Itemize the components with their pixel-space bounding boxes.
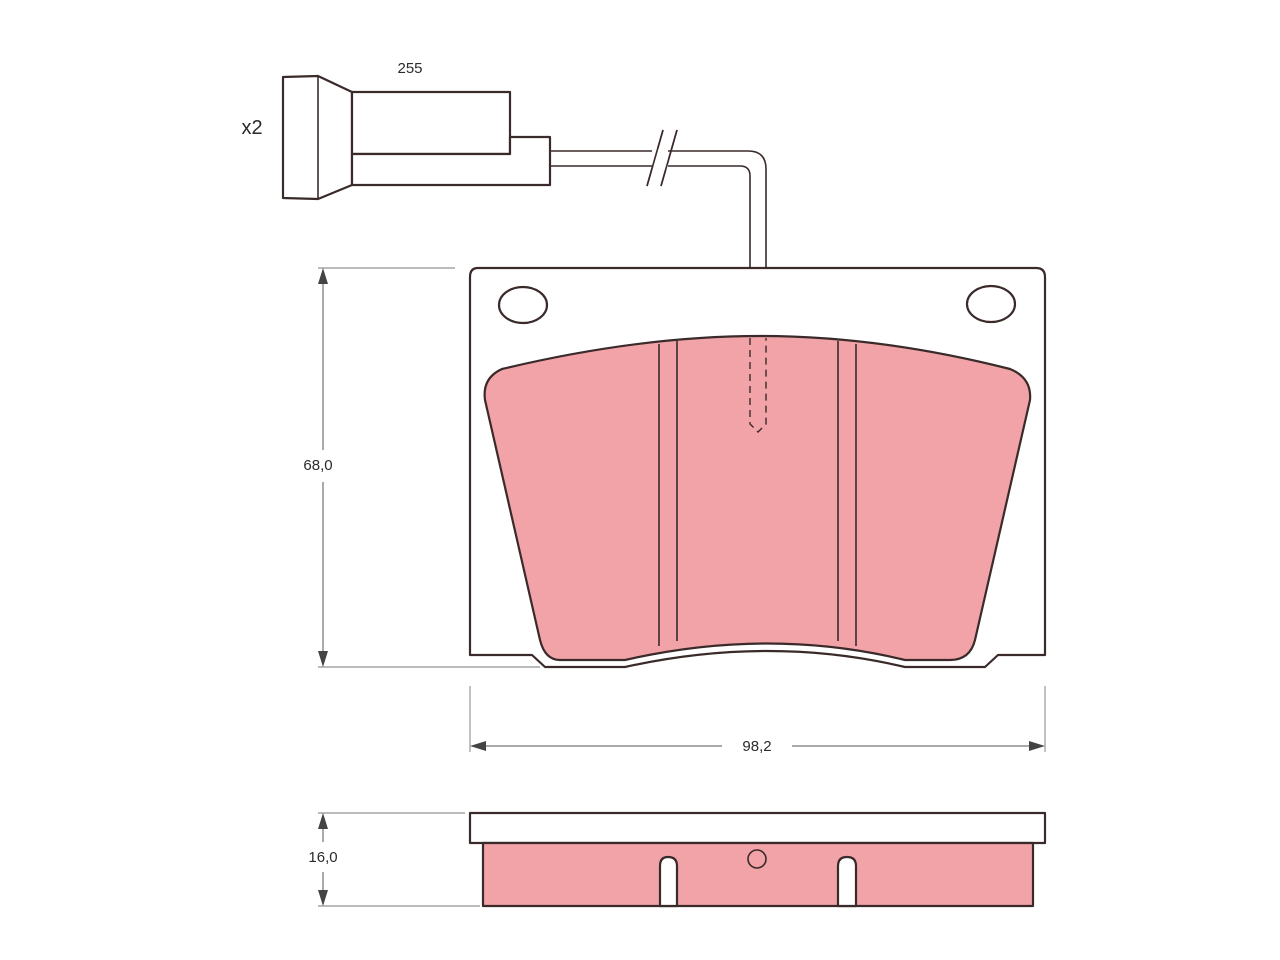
height-label: 68,0 (303, 457, 332, 474)
friction-material (483, 334, 1032, 662)
width-arrow-right (1029, 741, 1045, 751)
thickness-arrow-up (318, 813, 328, 829)
pad-front-view (468, 266, 1047, 669)
mounting-hole-right (965, 284, 1017, 324)
sensor-tip-hidden (749, 338, 767, 433)
side-backing-plate (468, 811, 1047, 845)
width-arrow-left (470, 741, 486, 751)
thickness-label: 16,0 (308, 849, 337, 866)
sensor-connector-housing (350, 90, 512, 156)
mounting-hole-left (497, 285, 549, 325)
wire-break-line-1 (646, 129, 664, 187)
height-arrow-down (318, 651, 328, 667)
pad-side-view (468, 811, 1047, 908)
sensor-length-label: 255 (397, 60, 422, 77)
sensor-connector-tail (350, 135, 552, 187)
side-slot-right (836, 855, 858, 908)
wire-break-line-2 (660, 129, 678, 187)
thickness-arrow-down (318, 890, 328, 906)
sensor-wire-outer (550, 150, 767, 338)
width-dimension (469, 686, 1046, 752)
quantity-label: x2 (241, 117, 262, 139)
height-dimension (318, 267, 540, 668)
width-label: 98,2 (742, 738, 771, 755)
side-friction-material (481, 841, 1035, 908)
side-slot-left (658, 855, 679, 908)
sensor-wire-inner (550, 165, 751, 338)
thickness-dimension (318, 812, 480, 907)
wear-sensor-icon (281, 74, 767, 338)
side-sensor-hole (747, 849, 767, 869)
height-arrow-up (318, 268, 328, 284)
